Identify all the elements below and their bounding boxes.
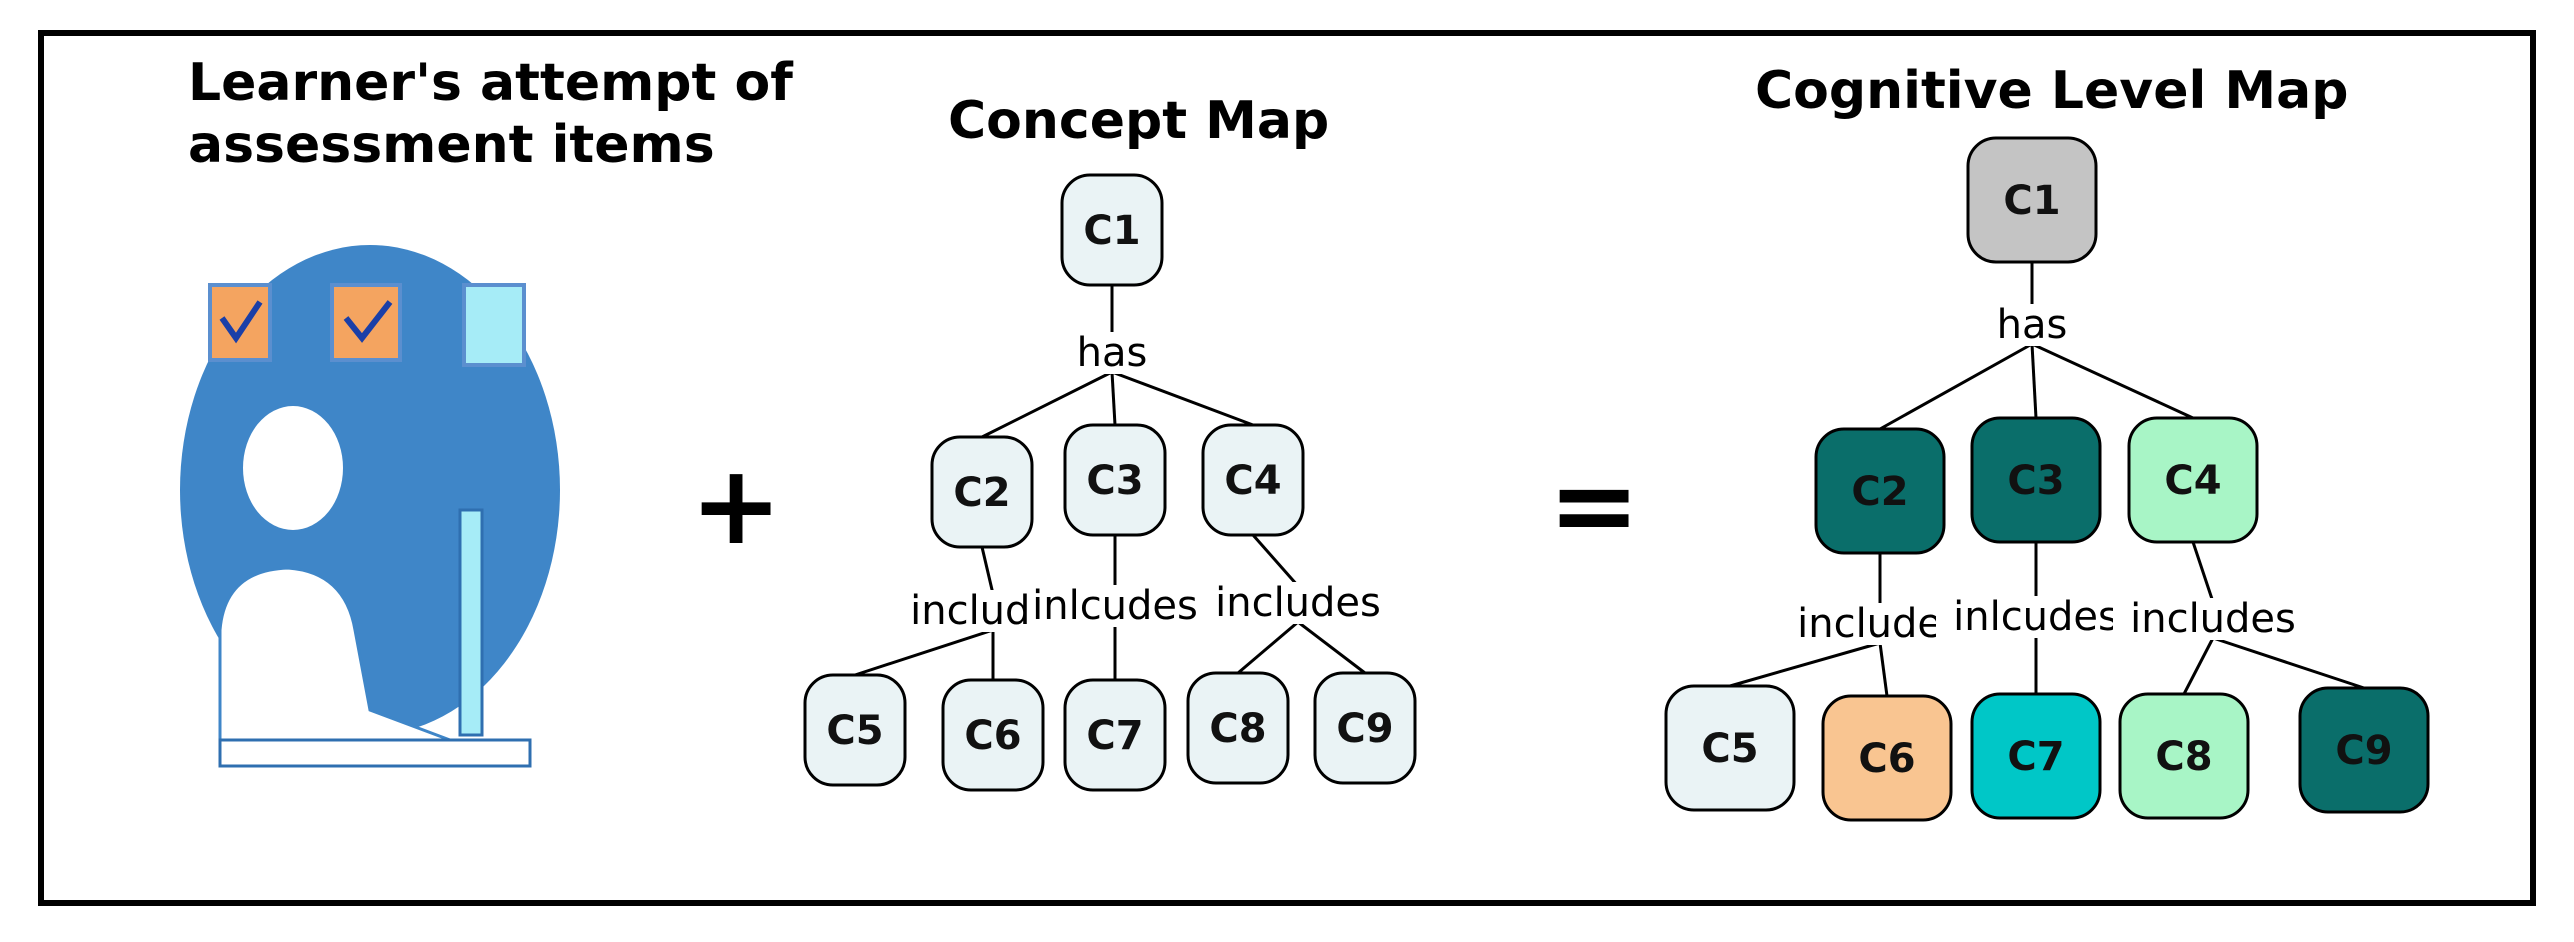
cl-node-c3: C3 (1970, 416, 2102, 544)
svg-text:C6: C6 (1858, 736, 1915, 782)
cm-node-c5: C5 (803, 673, 907, 787)
computer-monitor (458, 508, 484, 737)
plus-operator: + (690, 441, 783, 569)
svg-text:C1: C1 (1083, 208, 1140, 254)
svg-text:C8: C8 (1209, 706, 1266, 752)
cm-relation-label-bg (1213, 582, 1383, 624)
cl-node-c2: C2 (1814, 427, 1946, 555)
cl-edge (2182, 637, 2215, 695)
svg-text:C5: C5 (826, 708, 883, 754)
svg-text:C4: C4 (2164, 458, 2221, 504)
assessment-checkbox-3 (462, 283, 526, 367)
cl-relation-label: has (1997, 302, 2068, 348)
cl-node-c8: C8 (2118, 692, 2250, 820)
cm-relation-label: includes (1215, 580, 1381, 626)
learner-at-computer-icon (180, 245, 560, 768)
cl-edge (2212, 636, 2365, 690)
cm-edge (1110, 371, 1117, 426)
cm-edge (1251, 534, 1300, 587)
cm-relation-label-bg (1027, 332, 1197, 374)
cm-node-c7: C7 (1063, 678, 1167, 792)
cm-node-c9: C9 (1313, 671, 1417, 785)
cl-edge (1879, 342, 2033, 431)
cl-node-c6: C6 (1821, 694, 1953, 822)
cm-edge (854, 628, 994, 677)
cm-node-c2: C2 (930, 435, 1034, 549)
cm-edge (1237, 620, 1299, 675)
cl-relation-label-bg (2113, 598, 2313, 640)
svg-text:C5: C5 (1701, 726, 1758, 772)
svg-text:C6: C6 (964, 713, 1021, 759)
concept-map-title: Concept Map (948, 91, 1330, 151)
cl-edge (1878, 642, 1889, 697)
cm-relation-label: inlcudes (1032, 583, 1198, 629)
cm-edge (1297, 620, 1366, 675)
cl-edge (2031, 342, 2194, 420)
svg-text:C7: C7 (2007, 734, 2064, 780)
svg-text:C9: C9 (1336, 706, 1393, 752)
cm-edge (981, 370, 1113, 439)
cl-node-c7: C7 (1970, 692, 2102, 820)
cl-relation-label: includes (1797, 601, 1963, 647)
svg-text:C2: C2 (953, 470, 1010, 516)
cl-edge (1729, 641, 1881, 688)
svg-text:C8: C8 (2155, 734, 2212, 780)
cm-node-c4: C4 (1201, 423, 1305, 537)
assessment-checkbox-1 (208, 283, 272, 362)
equals-operator: = (1548, 441, 1641, 569)
cm-edge (1111, 370, 1254, 427)
cognitive-map-title: Cognitive Level Map (1755, 61, 2349, 121)
cl-node-c9: C9 (2298, 686, 2430, 814)
cl-relation-label: inlcudes (1953, 594, 2119, 640)
cm-node-c6: C6 (941, 678, 1045, 792)
cl-relation-label-bg (1932, 304, 2132, 346)
learner-title: Learner's attempt of assessment items (188, 53, 793, 176)
svg-text:C3: C3 (1086, 458, 1143, 504)
person-body (218, 566, 452, 762)
cl-node-c4: C4 (2127, 416, 2259, 544)
cm-edge (980, 546, 995, 595)
cl-node-c5: C5 (1664, 684, 1796, 812)
svg-text:C1: C1 (2003, 178, 2060, 224)
svg-text:C4: C4 (1224, 458, 1281, 504)
desk (218, 738, 532, 768)
cl-relation-label-bg (1936, 596, 2136, 638)
figure-frame (38, 30, 2536, 906)
cm-relation-label: has (1077, 330, 1148, 376)
svg-text:C7: C7 (1086, 713, 1143, 759)
cm-node-c8: C8 (1186, 671, 1290, 785)
cl-node-c1: C1 (1966, 136, 2098, 264)
assessment-checkbox-2 (330, 283, 402, 362)
svg-text:C2: C2 (1851, 469, 1908, 515)
cl-edge (2191, 541, 2215, 603)
cm-node-c3: C3 (1063, 423, 1167, 537)
cl-edge (2030, 343, 2038, 419)
svg-text:C3: C3 (2007, 458, 2064, 504)
cm-node-c1: C1 (1060, 173, 1164, 287)
cl-relation-label: includes (2130, 596, 2296, 642)
svg-text:C9: C9 (2335, 728, 2392, 774)
cm-relation-label-bg (1030, 585, 1200, 627)
person-head (243, 406, 343, 530)
